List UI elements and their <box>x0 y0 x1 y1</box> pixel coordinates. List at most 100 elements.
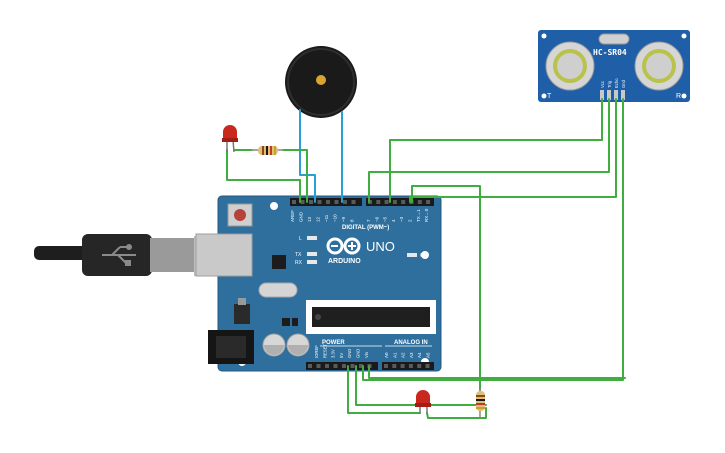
header-hole <box>359 364 363 368</box>
header-hole <box>351 200 356 204</box>
digital-pin-label: TX→1 <box>416 209 421 222</box>
resistor-top <box>251 146 284 155</box>
digital-pin-label: ~6 <box>374 216 379 222</box>
power-pin-label: 5V <box>339 353 344 358</box>
power-pin-label: RESET <box>322 344 327 358</box>
analog-header-label: ANALOG IN <box>394 340 428 346</box>
regulator <box>234 304 250 324</box>
digital-pin-label: RX←0 <box>424 208 429 222</box>
analog-pin-label: A1 <box>392 352 397 358</box>
crystal <box>258 282 298 298</box>
led1-wire-gnd <box>226 149 301 203</box>
digital-pin-label: AREF <box>290 210 295 222</box>
header-hole <box>308 364 312 368</box>
header-hole <box>333 364 338 368</box>
sensor-r-mark: R <box>676 93 681 100</box>
analog-pin-label: A0 <box>384 352 389 358</box>
reset-button[interactable] <box>227 203 253 227</box>
header-hole <box>384 364 388 368</box>
power-pin-label: GND <box>347 349 352 358</box>
power-jack <box>208 330 254 364</box>
sensor-gnd-wire <box>362 98 624 381</box>
header-hole <box>425 364 430 368</box>
header-hole <box>376 200 381 204</box>
digital-pin-label: 13 <box>307 216 312 222</box>
digital-pin-label: 12 <box>316 216 321 222</box>
transmitter-transducer <box>545 41 595 91</box>
arduino-uno-board: L TX RX ON ARDUINO UNO DIGITAL (PWM~) PO… <box>195 195 442 372</box>
header-hole <box>334 200 339 204</box>
digital-pin-label: ~10 <box>333 214 338 222</box>
bottom-5v-wire <box>355 365 487 406</box>
header-hole <box>426 200 431 204</box>
header-hole <box>401 200 406 204</box>
analog-pin-label: A4 <box>417 352 422 358</box>
sensor-pin-label: Echo <box>614 78 619 88</box>
power-pin-label: Vin <box>364 351 369 358</box>
resistor1-wire-pin <box>282 149 308 203</box>
sensor-pin-label: Trig <box>607 80 612 88</box>
header-hole <box>316 364 321 368</box>
model-label: UNO <box>366 239 395 254</box>
digital-pin-label: ~11 <box>324 214 329 222</box>
sensor-crystal <box>598 33 630 45</box>
digital-pin-label: 8 <box>350 219 355 222</box>
power-header-label: POWER <box>322 340 345 346</box>
analog-pin-label: A2 <box>401 352 406 358</box>
usb-chip <box>272 255 286 269</box>
sensor-echo-wire <box>409 98 617 203</box>
header-hole <box>325 364 329 368</box>
brand-label: ARDUINO <box>328 258 361 265</box>
power-pin-label: IOREF <box>314 345 319 358</box>
header-hole <box>317 200 322 204</box>
piezo-buzzer <box>285 46 357 118</box>
header-hole <box>392 200 397 204</box>
l-led-label: L <box>299 236 302 242</box>
vin-wire <box>368 365 626 379</box>
digital-header-label: DIGITAL (PWM~) <box>342 225 389 231</box>
capacitors <box>262 333 310 357</box>
header-hole <box>392 364 397 368</box>
sensor-pin-label: Vcc <box>600 81 605 88</box>
sensor-name: HC-SR04 <box>593 48 627 57</box>
tx-led-label: TX <box>295 252 302 258</box>
atmega-chip <box>306 300 436 334</box>
header-hole <box>408 364 413 368</box>
header-hole <box>309 200 313 204</box>
wires <box>226 98 626 419</box>
header-hole <box>417 200 422 204</box>
usb-b-socket <box>195 233 253 277</box>
header-hole <box>400 364 405 368</box>
rx-led-label: RX <box>295 260 303 266</box>
sensor-pin-label: Gnd <box>621 79 626 88</box>
header-hole <box>300 200 305 204</box>
analog-pin-label: A3 <box>409 352 414 358</box>
digital-pin-label: 4 <box>391 219 396 222</box>
usb-symbol-icon <box>102 244 136 266</box>
digital-pin-label: GND <box>299 211 304 222</box>
header-hole <box>343 200 347 204</box>
on-led-label: ON <box>420 253 428 259</box>
sensor-pins <box>600 90 625 100</box>
red-led-top <box>222 125 238 153</box>
arduino-logo-icon <box>326 237 361 255</box>
digital-pin-label: ~3 <box>399 216 404 222</box>
red-led-bottom <box>415 390 431 414</box>
digital-pin-label: ~5 <box>383 216 388 222</box>
analog-pin-label: A5 <box>426 352 431 358</box>
header-hole <box>326 200 330 204</box>
digital-pin-label: 7 <box>366 219 371 222</box>
sensor-trig-wire <box>368 98 610 203</box>
resistor-bottom <box>476 388 485 418</box>
bottom-resistor-wire <box>411 185 481 391</box>
sensor-t-mark: T <box>547 93 552 100</box>
power-pin-label: GND <box>356 349 361 358</box>
digital-pin-label: 2 <box>408 219 413 222</box>
header-hole <box>292 200 296 204</box>
header-hole <box>342 364 346 368</box>
receiver-transducer <box>634 41 684 91</box>
bottom-led-wire <box>426 407 487 419</box>
header-hole <box>384 200 389 204</box>
